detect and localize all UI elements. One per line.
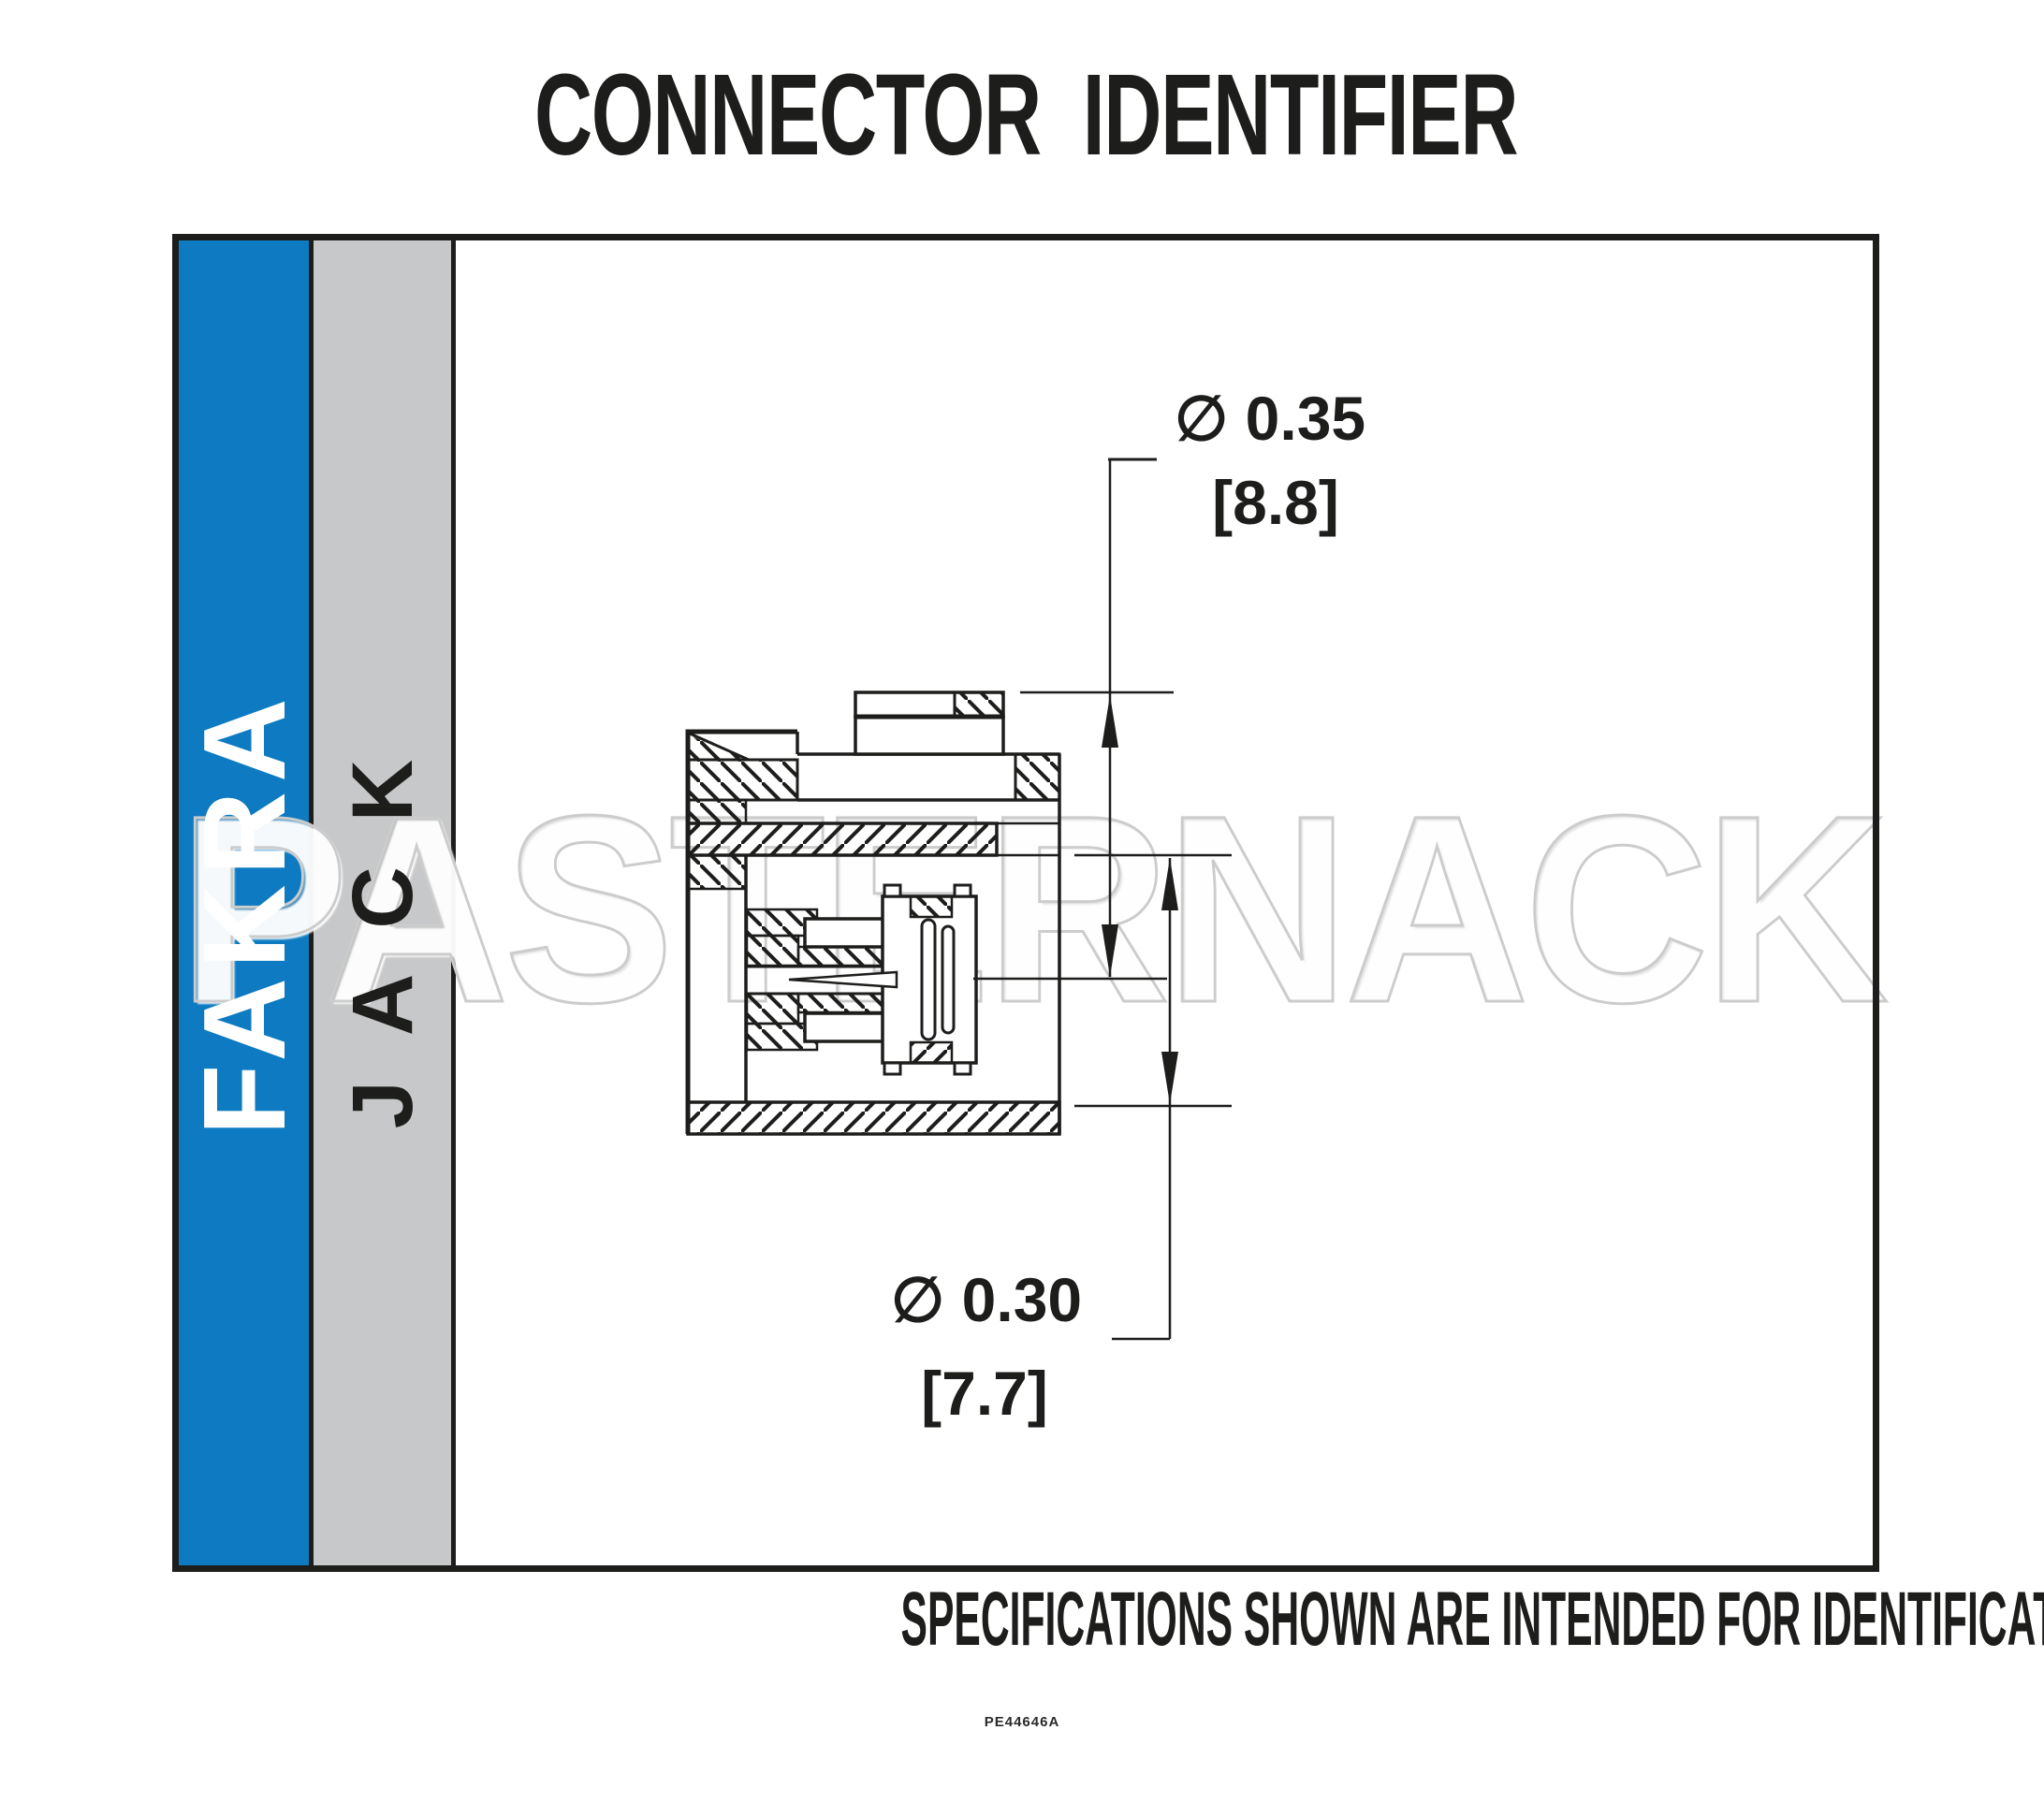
footer-disclaimer: SPECIFICATIONS SHOWN ARE INTENDED FOR ID… — [172, 1581, 2044, 1658]
dimension-lines — [973, 458, 1232, 1341]
connector-cross-section — [685, 458, 1232, 1341]
series-band-blue — [179, 240, 309, 1565]
band-divider-2 — [451, 240, 456, 1565]
dimension-labels: ∅ 0.35 [8.8] ∅ 0.30 [7.7] — [891, 384, 1365, 1428]
page-title-text: CONNECTOR IDENTIFIER — [533, 51, 1518, 180]
connector-technical-drawing: ∅ 0.35 [8.8] ∅ 0.30 [7.7] — [685, 384, 1365, 1428]
page-title: CONNECTOR IDENTIFIER — [172, 58, 1879, 173]
series-label: FAKRA — [181, 689, 310, 1136]
gender-band-gray — [314, 240, 451, 1565]
dim-top-mm-label: [8.8] — [1212, 468, 1339, 537]
identifier-box-border — [172, 234, 1879, 1572]
part-number: PE44646A — [984, 1714, 1060, 1730]
arrowhead-up-icon — [1161, 858, 1178, 910]
gender-label: JACK — [335, 714, 431, 1129]
arrowhead-down-icon — [1102, 924, 1118, 977]
dim-top-inch-label: ∅ 0.35 — [1175, 384, 1365, 453]
pasternack-watermark: PASTERNACK — [177, 761, 1891, 1058]
dim-bottom-inch-label: ∅ 0.30 — [891, 1265, 1082, 1334]
arrowhead-down-icon — [1161, 1052, 1178, 1104]
center-pin — [788, 970, 898, 989]
key-flange — [854, 691, 1005, 756]
arrowhead-up-icon — [1102, 695, 1118, 748]
disclaimer-text: SPECIFICATIONS SHOWN ARE INTENDED FOR ID… — [900, 1577, 2044, 1662]
inner-contact-assembly — [745, 883, 978, 1076]
dim-bottom-mm-label: [7.7] — [921, 1359, 1048, 1428]
band-divider-1 — [309, 240, 314, 1565]
outer-barrel — [686, 752, 1061, 1136]
